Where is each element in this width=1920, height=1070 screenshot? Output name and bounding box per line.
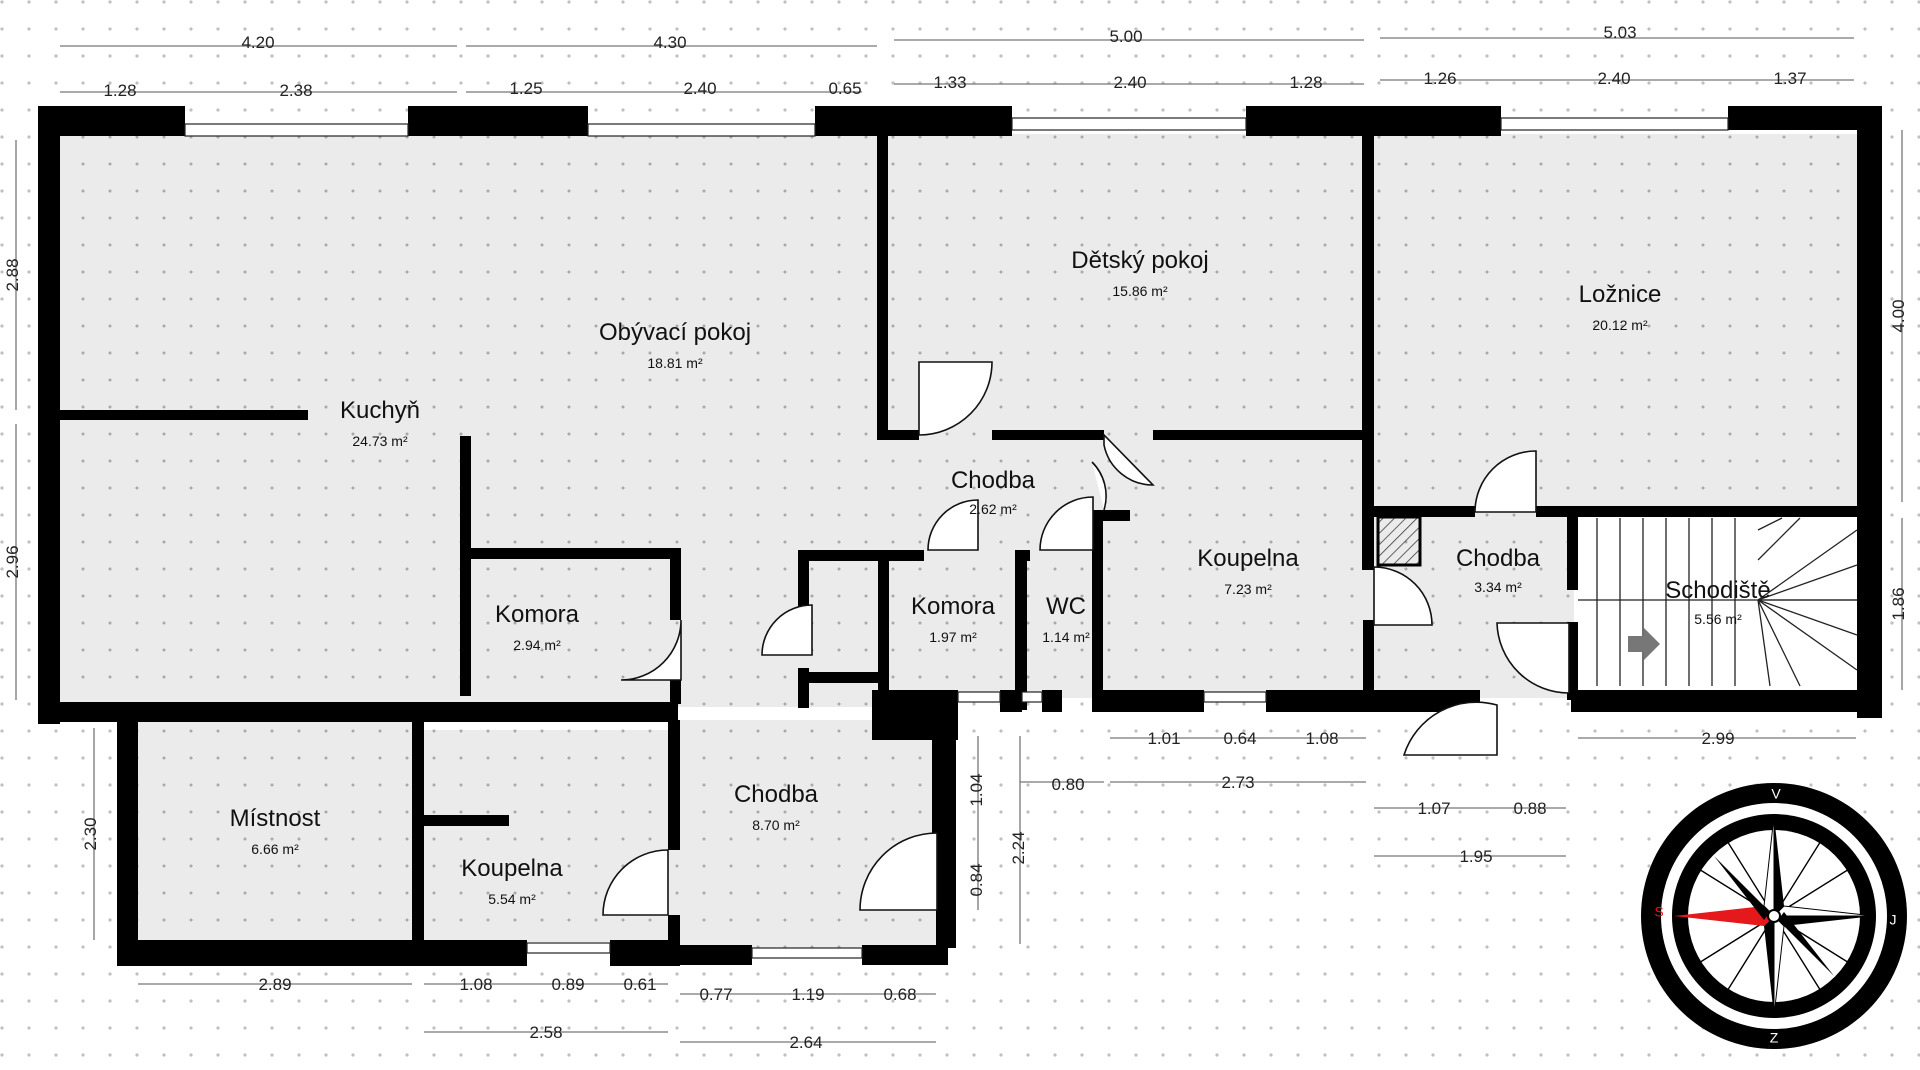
dim-bot-k3: 0.61 xyxy=(623,975,656,994)
staircase xyxy=(1578,517,1858,687)
dim-mid-wc: 0.80 xyxy=(1051,775,1084,794)
room-area-wc: 1.14 m² xyxy=(1042,629,1090,645)
walls xyxy=(38,106,1882,966)
room-area-chodba2: 3.34 m² xyxy=(1474,579,1522,595)
dim-bot-stair: 2.99 xyxy=(1701,729,1734,748)
dim-mid-v-total: 2.24 xyxy=(1009,831,1028,864)
dim-mid-kp1: 1.01 xyxy=(1147,729,1180,748)
dim-bot-c2: 1.19 xyxy=(791,985,824,1004)
compass-south: J xyxy=(1890,912,1897,928)
dimension-lines xyxy=(15,37,1903,1043)
compass-east: V xyxy=(1771,786,1781,802)
room-area-schodiste: 5.56 m² xyxy=(1694,611,1742,627)
dim-top-d3: 1.37 xyxy=(1773,69,1806,88)
dim-top-b1: 1.25 xyxy=(509,79,542,98)
room-area-chodba1: 2.62 m² xyxy=(969,501,1017,517)
dim-mid-kp-total: 2.73 xyxy=(1221,773,1254,792)
room-name-mistnost: Místnost xyxy=(230,805,321,832)
room-area-mistnost: 6.66 m² xyxy=(251,841,299,857)
dim-bot-k1: 1.08 xyxy=(459,975,492,994)
room-area-chodba3: 8.70 m² xyxy=(752,817,800,833)
compass-west: Z xyxy=(1770,1030,1779,1046)
room-labels: Kuchyň 24.73 m² Obývací pokoj 18.81 m² D… xyxy=(230,247,1771,907)
dim-top-b2: 2.40 xyxy=(683,79,716,98)
dim-mid-kp2: 0.64 xyxy=(1223,729,1256,748)
dim-top-total-3: 5.00 xyxy=(1109,27,1142,46)
dim-mid-v1: 1.04 xyxy=(967,773,986,806)
room-area-obyvaci: 18.81 m² xyxy=(647,355,703,371)
room-name-kuchyn: Kuchyň xyxy=(340,397,420,424)
room-name-komora1: Komora xyxy=(495,601,580,628)
dim-top-total-4: 5.03 xyxy=(1603,23,1636,42)
dim-left-2: 2.96 xyxy=(3,545,22,578)
room-area-koupelna1: 7.23 m² xyxy=(1224,581,1272,597)
dim-top-a2: 2.38 xyxy=(279,81,312,100)
stair-arrow-icon xyxy=(1628,628,1660,660)
room-name-koupelna2: Koupelna xyxy=(461,855,563,882)
room-name-chodba1: Chodba xyxy=(951,467,1036,494)
dim-bot-c3: 0.68 xyxy=(883,985,916,1004)
dim-right-1: 4.00 xyxy=(1889,299,1908,332)
dim-mid-kp3: 1.08 xyxy=(1305,729,1338,748)
room-name-schodiste: Schodiště xyxy=(1665,577,1770,604)
dim-top-total-1: 4.20 xyxy=(241,33,274,52)
dim-bot-c1: 0.77 xyxy=(699,985,732,1004)
room-name-chodba2: Chodba xyxy=(1456,545,1541,572)
room-area-komora2: 1.97 m² xyxy=(929,629,977,645)
room-area-loznice: 20.12 m² xyxy=(1592,317,1648,333)
dim-bot-c-total: 2.64 xyxy=(789,1033,822,1052)
room-name-loznice: Ložnice xyxy=(1579,281,1662,308)
dim-top-b3: 0.65 xyxy=(828,79,861,98)
dim-top-c2: 2.40 xyxy=(1113,73,1146,92)
dim-mid-ch-total: 1.95 xyxy=(1459,847,1492,866)
room-name-komora2: Komora xyxy=(911,593,996,620)
dim-top-a1: 1.28 xyxy=(103,81,136,100)
dim-mid-ch1: 1.07 xyxy=(1417,799,1450,818)
doors xyxy=(602,361,1570,916)
dim-top-total-2: 4.30 xyxy=(653,33,686,52)
windows xyxy=(184,117,1729,959)
compass-north: S xyxy=(1654,904,1663,920)
room-area-kuchyn: 24.73 m² xyxy=(352,433,408,449)
room-name-detsky: Dětský pokoj xyxy=(1071,247,1208,274)
dim-mid-ch2: 0.88 xyxy=(1513,799,1546,818)
floors xyxy=(52,134,1857,950)
dim-top-d2: 2.40 xyxy=(1597,69,1630,88)
dim-left-1: 2.88 xyxy=(3,258,22,291)
room-name-chodba3: Chodba xyxy=(734,781,819,808)
dim-top-d1: 1.26 xyxy=(1423,69,1456,88)
room-area-koupelna2: 5.54 m² xyxy=(488,891,536,907)
room-name-wc: WC xyxy=(1046,593,1086,620)
dim-left-3: 2.30 xyxy=(81,817,100,850)
room-name-koupelna1: Koupelna xyxy=(1197,545,1299,572)
dim-top-c1: 1.33 xyxy=(933,73,966,92)
dimension-labels: 4.20 4.30 5.00 5.03 1.28 2.38 1.25 2.40 … xyxy=(3,23,1908,1052)
compass-icon: S V J Z xyxy=(1641,783,1907,1049)
dim-mid-v2: 0.84 xyxy=(967,863,986,896)
room-area-komora1: 2.94 m² xyxy=(513,637,561,653)
dim-bot-k-total: 2.58 xyxy=(529,1023,562,1042)
dim-bot-mistnost: 2.89 xyxy=(258,975,291,994)
dim-bot-k2: 0.89 xyxy=(551,975,584,994)
dim-top-c3: 1.28 xyxy=(1289,73,1322,92)
room-name-obyvaci: Obývací pokoj xyxy=(599,319,751,346)
dim-right-2: 1.86 xyxy=(1889,587,1908,620)
room-area-detsky: 15.86 m² xyxy=(1112,283,1168,299)
